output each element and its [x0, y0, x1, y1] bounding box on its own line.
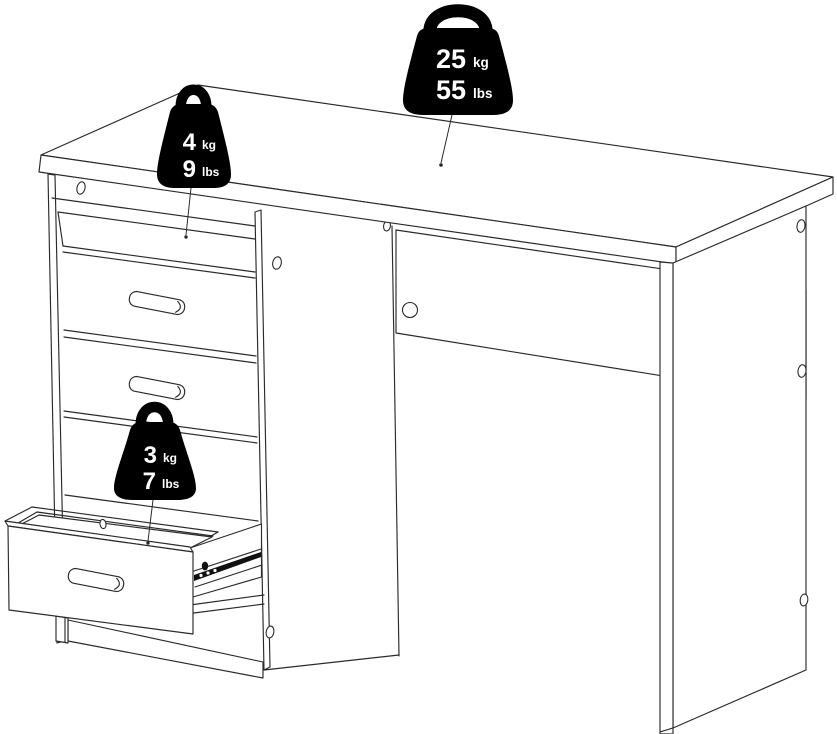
drawer-left-rim — [4, 506, 33, 522]
cam-hole — [797, 364, 807, 378]
kettlebell-handle-icon — [423, 4, 493, 41]
rail-roller — [213, 568, 217, 573]
open-drawer — [4, 506, 263, 635]
weight-badge-desktop: 25 kg 55 lbs — [403, 4, 513, 167]
kettlebell-icon — [114, 422, 196, 500]
slot-depth-line — [185, 603, 265, 615]
middle-panel-back-edge — [391, 225, 400, 657]
weight-kg-value: 4 — [183, 129, 197, 156]
cam-hole — [796, 219, 806, 233]
leader-line — [185, 187, 192, 236]
middle-panel-bottom-edge — [263, 654, 400, 671]
drawer2-top-line — [63, 336, 257, 364]
leader-dot — [146, 541, 150, 545]
leader-dot — [439, 163, 443, 167]
drawer-handle — [128, 375, 186, 401]
shelf-back-line — [57, 211, 256, 240]
drawer-handle — [128, 290, 186, 316]
kettlebell-handle-icon — [135, 401, 174, 434]
left-panel-foot — [55, 615, 69, 644]
weight-kg-unit: kg — [163, 451, 177, 465]
shelf-front-line — [62, 245, 256, 273]
cam-hole — [272, 256, 282, 270]
rail-stop-pin — [201, 561, 209, 571]
cam-hole — [799, 593, 809, 607]
weight-kg-unit: kg — [473, 55, 489, 70]
drawer1-bottom-line — [63, 329, 257, 357]
drawer-handle — [67, 567, 125, 593]
cam-hole — [265, 625, 275, 639]
rail-roller — [199, 573, 203, 578]
rail-roller — [206, 571, 210, 575]
leader-line — [440, 114, 453, 164]
shelf-ceiling-line — [51, 197, 256, 227]
leader-line — [147, 499, 154, 542]
weight-badge-drawer: 3 kg 7 lbs — [114, 401, 196, 545]
drawer-back-rim — [31, 506, 219, 533]
cam-hole — [401, 301, 419, 319]
kettlebell-icon — [403, 28, 513, 115]
right-leg-panel — [659, 205, 809, 734]
drawer1-top-line — [62, 251, 256, 279]
weight-kg-value: 25 — [436, 44, 466, 74]
weight-lbs-value: 9 — [183, 156, 196, 183]
slot-depth-line — [189, 594, 265, 606]
weight-kg-unit: kg — [202, 138, 216, 152]
weight-lbs-unit: lbs — [162, 477, 180, 491]
weight-badge-shelf: 4 kg 9 lbs — [157, 84, 231, 239]
pedestal-drawers — [47, 173, 400, 679]
drawer3-bottom-line — [64, 494, 259, 522]
middle-panel-edge — [254, 209, 271, 671]
leader-dot — [184, 235, 188, 239]
drawer-floor-hole — [99, 518, 107, 530]
weight-lbs-unit: lbs — [202, 165, 220, 179]
cam-hole — [76, 181, 86, 195]
leg-front-edge — [659, 261, 674, 733]
slide-rail-strip — [194, 552, 261, 581]
weight-lbs-unit: lbs — [473, 86, 493, 101]
drawer-back-rim-inner — [36, 511, 214, 537]
leg-foot — [659, 727, 674, 734]
weight-lbs-value: 55 — [436, 75, 466, 105]
desktop-right-edge — [675, 176, 834, 265]
slide-rail-bottom-line — [194, 564, 263, 588]
kettlebell-icon — [157, 104, 231, 188]
leg-side-face — [672, 205, 807, 729]
shelf-left-line — [57, 211, 64, 247]
weight-kg-value: 3 — [144, 442, 157, 469]
kettlebell-handle-icon — [175, 84, 212, 116]
weight-lbs-value: 7 — [143, 468, 156, 495]
